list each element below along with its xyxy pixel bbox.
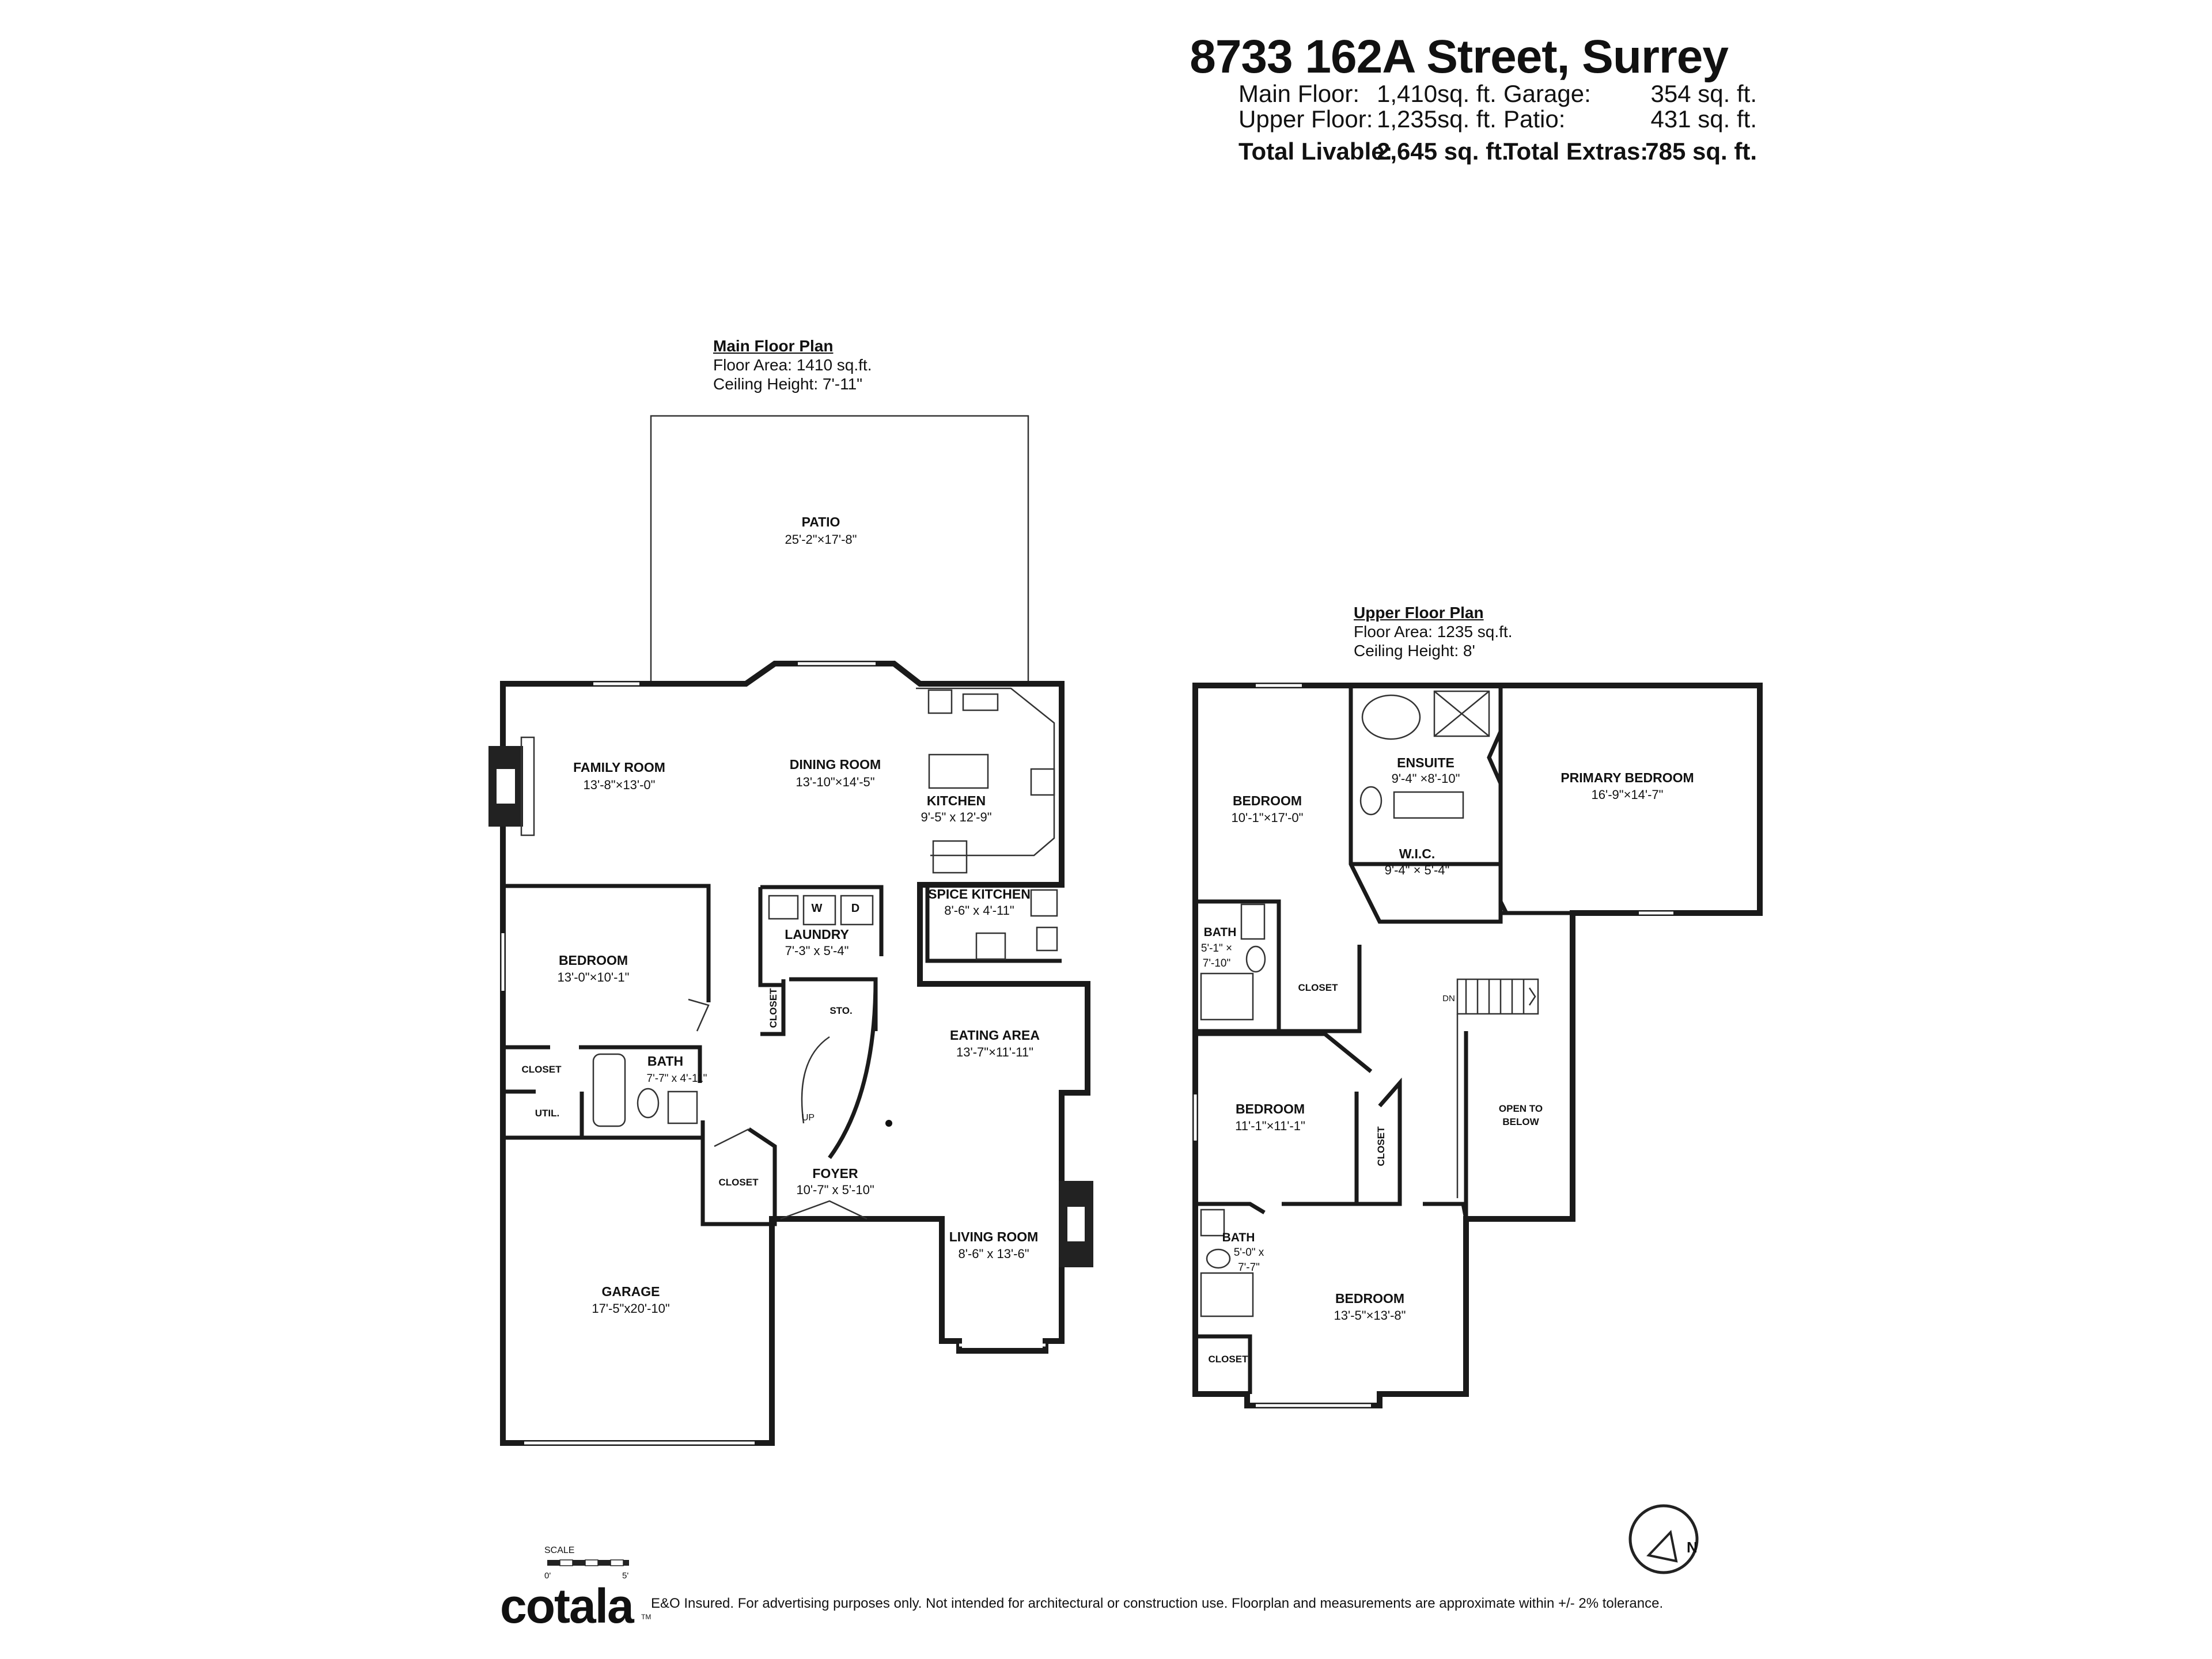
total-livable-value: 2,645 sq. ft. [1377,138,1509,165]
main-floor-label: Main Floor: [1238,80,1360,107]
upper-exterior-wall [1192,683,1763,1408]
dims-bedroom-upper-3: 13'-5"×13'-8" [1334,1308,1406,1323]
label-util: UTIL. [535,1108,560,1119]
dims-bath-upper-2b: 7'-7" [1238,1262,1260,1274]
label-sto: STO. [830,1005,852,1016]
label-foyer: FOYER [812,1166,858,1181]
upper-plan-title: Upper Floor Plan [1354,604,1484,622]
dims-bath-main: 7'-7" x 4'-11" [647,1073,707,1085]
dims-primary-bedroom: 16'-9"×14'-7" [1592,787,1664,802]
label-stairs-dn: DN [1442,994,1455,1003]
patio-outline [650,415,1029,683]
dims-spice-kitchen: 8'-6" x 4'-11" [944,903,1014,918]
wall-bedroom-top [503,884,711,1002]
dims-bedroom-upper-1: 10'-1"×17'-0" [1232,810,1304,825]
label-stairs-up: UP [802,1113,815,1123]
label-primary-bedroom: PRIMARY BEDROOM [1560,770,1694,785]
patio-value: 431 sq. ft. [1650,105,1757,132]
label-garage: GARAGE [602,1284,660,1299]
dims-kitchen: 9'-5" x 12'-9" [921,810,991,824]
label-closet-upper-2: CLOSET [1376,1126,1387,1166]
label-open-below-1: OPEN TO [1499,1103,1543,1114]
upper-plan-header: Upper Floor Plan Floor Area: 1235 sq.ft.… [1354,603,1513,660]
upper-plan-area: Floor Area: 1235 sq.ft. [1354,623,1513,641]
dims-ensuite: 9'-4" ×8'-10" [1392,771,1460,786]
label-bedroom-upper-3: BEDROOM [1335,1291,1404,1306]
dims-bedroom-upper-2: 11'-1"×11'-1" [1235,1119,1305,1133]
dims-patio: 25'-2"×17'-8" [785,532,857,547]
label-fp-family: FP [498,782,513,795]
dims-bedroom-main: 13'-0"×10'-1" [558,970,630,984]
disclaimer: E&O Insured. For advertising purposes on… [651,1596,1664,1611]
upper-plan-ceiling: Ceiling Height: 8' [1354,642,1475,660]
dims-living-room: 8'-6" x 13'-6" [958,1247,1029,1261]
label-eating-area: EATING AREA [950,1028,1040,1043]
label-family-room: FAMILY ROOM [573,760,665,775]
dims-laundry: 7'-3" x 5'-4" [785,944,849,958]
label-closet-c: CLOSET [768,988,779,1028]
label-patio: PATIO [802,514,840,529]
patio-label: Patio: [1503,105,1566,132]
dims-bath-upper-2a: 5'-0" x [1234,1247,1264,1259]
label-bath-main: BATH [647,1054,683,1069]
label-kitchen: KITCHEN [927,793,986,808]
main-plan-header: Main Floor Plan Floor Area: 1410 sq.ft. … [713,336,872,393]
scale-bar: SCALE 0' 5' [544,1546,629,1581]
upper-stairs [1456,978,1539,1015]
total-extras-label: Total Extras: [1503,138,1649,165]
dims-dining-room: 13'-10"×14'-5" [796,775,874,789]
dims-family-room: 13'-8"×13'-0" [584,778,656,792]
north-compass-icon: N [1628,1504,1699,1574]
label-dining-room: DINING ROOM [790,757,881,772]
dims-garage: 17'-5"x20'-10" [592,1301,669,1316]
total-extras-value: 785 sq. ft. [1645,138,1757,165]
address-title: 8733 162A Street, Surrey [1190,31,1729,83]
label-closet-upper-1: CLOSET [1298,982,1339,993]
upper-floor-value: 1,235sq. ft. [1377,105,1497,132]
label-bedroom-main: BEDROOM [559,953,628,968]
label-fp-living: FP [1069,1219,1084,1232]
label-laundry: LAUNDRY [785,927,849,942]
label-closet-a: CLOSET [522,1064,562,1075]
label-spice-kitchen: SPICE KITCHEN [928,887,1031,902]
garage-label: Garage: [1503,80,1591,107]
scale-zero: 0' [544,1571,551,1581]
upper-floor-plan: BEDROOM 10'-1"×17'-0" ENSUITE 9'-4" ×8'-… [1192,683,1763,1408]
label-bedroom-upper-2: BEDROOM [1236,1101,1305,1116]
total-livable-label: Total Livable: [1238,138,1393,165]
garage-value: 354 sq. ft. [1650,80,1757,107]
main-floor-plan: PATIO 25'-2"×17'-8" FAMILY ROOM 13'-8"×1… [488,415,1093,1446]
dims-bath-upper-1a: 5'-1" × [1201,942,1232,955]
label-bedroom-upper-1: BEDROOM [1233,793,1302,808]
label-living-room: LIVING ROOM [949,1229,1039,1244]
scale-five: 5' [622,1571,628,1581]
dims-wic: 9'-4" × 5'-4" [1385,863,1450,877]
label-washer: W [812,902,823,915]
label-wic: W.I.C. [1399,846,1435,861]
label-closet-upper-3: CLOSET [1209,1354,1249,1365]
main-plan-area: Floor Area: 1410 sq.ft. [713,356,872,374]
label-ensuite: ENSUITE [1397,755,1455,770]
label-closet-b: CLOSET [719,1177,759,1188]
label-open-below-2: BELOW [1502,1116,1539,1127]
main-floor-value: 1,410sq. ft. [1377,80,1497,107]
label-dryer: D [851,902,859,915]
main-plan-title: Main Floor Plan [713,337,834,355]
upper-floor-label: Upper Floor: [1238,105,1373,132]
scale-label: SCALE [544,1546,574,1555]
main-plan-ceiling: Ceiling Height: 7'-11" [713,375,863,393]
dims-eating-area: 13'-7"×11'-11" [956,1045,1033,1059]
logo-trademark: TM [641,1613,652,1621]
label-bath-upper-1: BATH [1204,926,1237,939]
cotala-logo: cotala [500,1579,634,1633]
label-bath-upper-2: BATH [1222,1231,1255,1244]
kitchen-island [928,753,989,789]
compass-north: N [1687,1539,1698,1556]
dims-foyer: 10'-7" x 5'-10" [796,1183,874,1197]
dims-bath-upper-1b: 7'-10" [1203,957,1230,969]
